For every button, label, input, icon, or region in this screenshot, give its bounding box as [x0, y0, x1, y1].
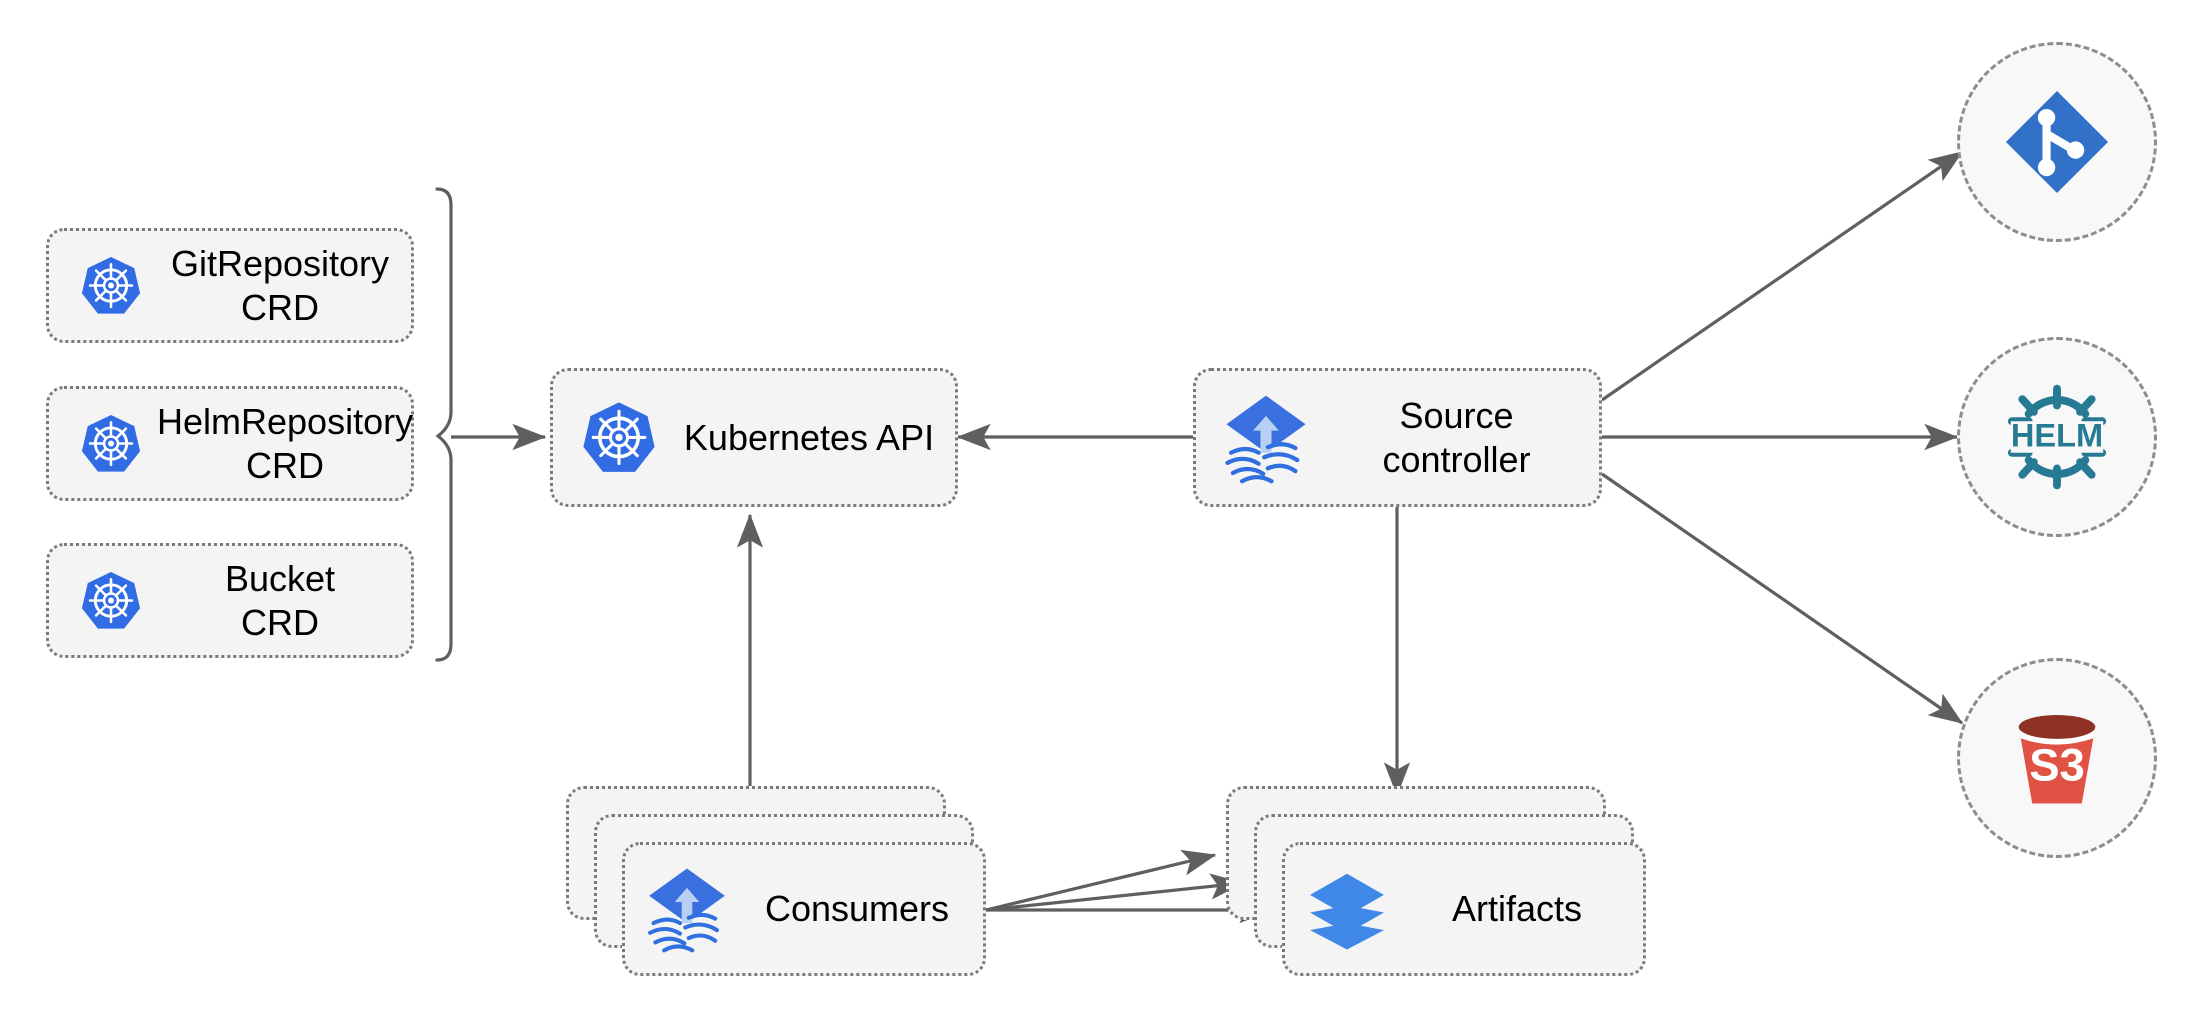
node-label: Source controller	[1382, 394, 1531, 480]
kubernetes-icon	[567, 400, 671, 476]
node-label: Kubernetes API	[683, 416, 935, 458]
kubernetes-icon	[65, 255, 157, 317]
node-label: Consumers	[764, 888, 950, 930]
node-label: Bucket CRD	[224, 557, 336, 643]
node-git-source[interactable]	[1957, 42, 2157, 242]
node-source-controller[interactable]: Source controller	[1193, 368, 1602, 507]
helm-label: HELM	[2011, 417, 2103, 453]
edge-source-to-s3	[1601, 472, 1964, 725]
node-bucket-crd[interactable]: Bucket CRD	[46, 543, 414, 658]
node-kubernetes-api[interactable]: Kubernetes API	[550, 368, 958, 507]
git-icon	[2005, 90, 2109, 194]
kubernetes-icon	[65, 570, 157, 632]
s3-label: S3	[2029, 740, 2085, 791]
node-label: GitRepository CRD	[170, 242, 390, 328]
edge-consumers-to-artifacts-2	[985, 873, 1245, 912]
node-helm-source[interactable]: HELM	[1957, 337, 2157, 537]
kubernetes-icon	[65, 413, 157, 475]
node-artifacts[interactable]: Artifacts	[1282, 842, 1646, 976]
node-label: HelmRepository CRD	[157, 400, 414, 486]
helm-icon: HELM	[2007, 384, 2107, 490]
edge-source-to-git	[1601, 150, 1964, 402]
node-s3-source[interactable]: S3	[1957, 658, 2157, 858]
layers-icon	[1295, 865, 1399, 953]
crd-group-bracket	[435, 187, 453, 662]
node-gitrepository-crd[interactable]: GitRepository CRD	[46, 228, 414, 343]
node-consumers[interactable]: Consumers	[622, 842, 986, 976]
flux-icon	[1210, 392, 1322, 484]
flux-icon	[635, 865, 739, 953]
edge-consumers-to-artifacts-1	[985, 849, 1217, 912]
s3-bucket-icon: S3	[2018, 715, 2096, 804]
node-label: Artifacts	[1451, 888, 1583, 930]
node-helmrepository-crd[interactable]: HelmRepository CRD	[46, 386, 414, 501]
